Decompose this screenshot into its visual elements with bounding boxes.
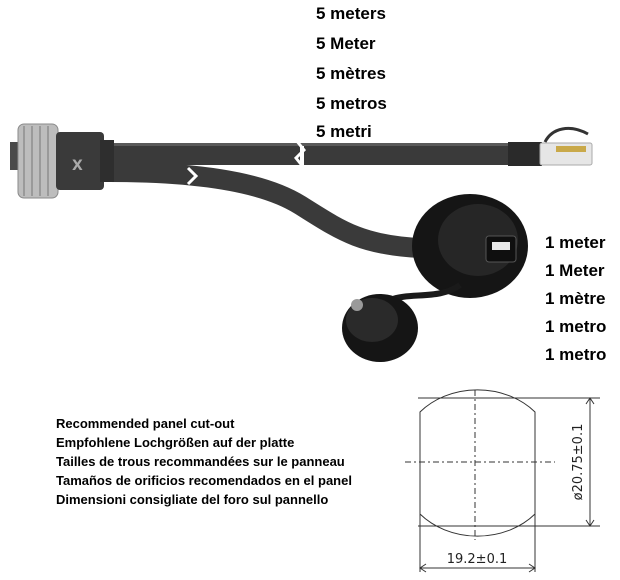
dust-cap — [342, 294, 418, 362]
cutout-drawing: 19.2±0.1 ø20.75±0.1 — [405, 389, 600, 573]
short-length-en: 1 meter — [545, 233, 606, 252]
long-cable — [110, 139, 510, 169]
dimension-height: ø20.75±0.1 — [571, 424, 586, 501]
connector-marking: X — [72, 158, 83, 174]
cutout-text-es: Tamaños de orificios recomendados en el … — [56, 473, 352, 488]
cutout-text-de: Empfohlene Lochgrößen auf der platte — [56, 435, 295, 450]
long-length-en: 5 meters — [316, 4, 386, 23]
cutout-text-it: Dimensioni consigliate del foro sul pann… — [56, 492, 329, 507]
panel-connector: X — [10, 123, 114, 199]
long-length-it: 5 metri — [316, 122, 372, 141]
cutout-text-en: Recommended panel cut-out — [56, 416, 235, 431]
long-length-fr: 5 mètres — [316, 64, 386, 83]
short-cable — [100, 162, 430, 258]
dimension-width: 19.2±0.1 — [447, 552, 508, 567]
rj45-plug — [508, 126, 593, 166]
short-length-de: 1 Meter — [545, 261, 605, 280]
cutout-description: Recommended panel cut-out Empfohlene Loc… — [56, 414, 352, 509]
short-length-es: 1 metro — [545, 317, 607, 336]
cutout-text-fr: Tailles de trous recommandées sur le pan… — [56, 454, 345, 469]
usb-socket — [388, 194, 528, 303]
long-length-de: 5 Meter — [316, 34, 376, 53]
short-length-fr: 1 mètre — [545, 289, 606, 308]
short-length-it: 1 metro — [545, 345, 607, 364]
long-length-es: 5 metros — [316, 94, 387, 113]
